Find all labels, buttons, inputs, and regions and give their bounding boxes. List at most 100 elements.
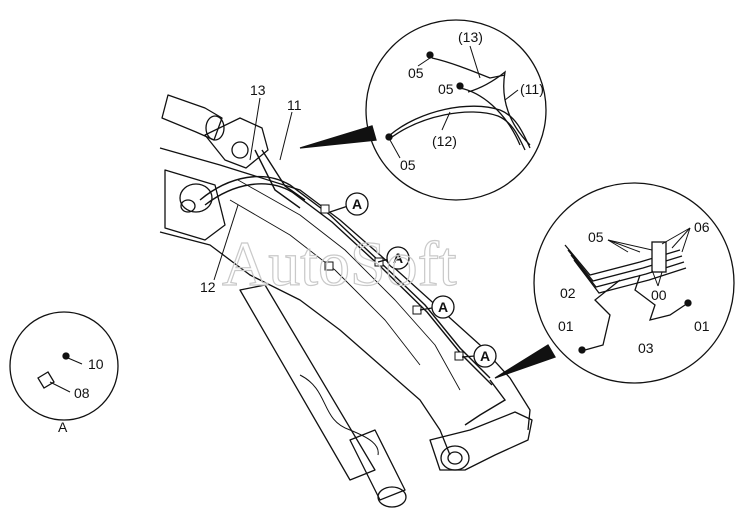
boom-upper-edge bbox=[159, 147, 531, 431]
label-11: 11 bbox=[287, 97, 302, 113]
callout-a-leader-1 bbox=[329, 205, 349, 213]
right-label-01a: 01 bbox=[558, 318, 574, 334]
boom-assembly bbox=[159, 94, 533, 508]
leader bbox=[651, 269, 659, 287]
left-label-10: 10 bbox=[88, 356, 104, 372]
boom-foot-pin bbox=[179, 183, 213, 213]
leader bbox=[661, 227, 691, 245]
leader bbox=[671, 227, 691, 249]
callout-a-label-2: A bbox=[393, 250, 403, 266]
callout-a-circle-3 bbox=[431, 295, 455, 319]
right-label-00: 00 bbox=[651, 287, 667, 303]
leader-13 bbox=[249, 97, 261, 161]
clamp bbox=[412, 305, 422, 315]
boom-top-bracket bbox=[204, 117, 269, 169]
boom-lower-edge bbox=[159, 231, 451, 456]
fitting bbox=[385, 133, 393, 141]
right-detail-pointer bbox=[494, 344, 556, 379]
right-detail-circle bbox=[533, 182, 735, 384]
right-pipe-3 bbox=[570, 254, 685, 288]
boom-nose bbox=[429, 411, 533, 471]
right-pipe-02 bbox=[584, 279, 621, 351]
watermark: AutoSoft bbox=[222, 228, 457, 299]
top-detail-circle bbox=[365, 19, 547, 201]
callout-a-circle-4 bbox=[473, 344, 497, 368]
leader bbox=[469, 45, 481, 79]
arm-cylinder-rod bbox=[349, 429, 406, 501]
clamp bbox=[324, 261, 334, 271]
boom-top-bracket-hole bbox=[231, 141, 249, 159]
right-label-03: 03 bbox=[638, 340, 654, 356]
leader-12 bbox=[213, 204, 239, 281]
leader bbox=[681, 227, 691, 253]
leader bbox=[49, 381, 71, 393]
left-detail-circle bbox=[9, 311, 119, 421]
fitting bbox=[684, 299, 692, 307]
right-pipe-4 bbox=[573, 259, 687, 294]
boom-web-line-1 bbox=[237, 179, 461, 391]
pipe-line-3 bbox=[254, 149, 301, 209]
right-pipe-03 bbox=[634, 274, 686, 321]
top-detail-hose-13 bbox=[431, 57, 506, 79]
top-detail-hose-11b bbox=[467, 70, 531, 146]
callout-a-label-3: A bbox=[438, 299, 448, 315]
top-label-12: (12) bbox=[432, 133, 457, 149]
leader bbox=[67, 357, 83, 365]
label-13: 13 bbox=[250, 82, 266, 98]
callout-a-circle-1 bbox=[345, 192, 369, 216]
boom-nose-pin-inner bbox=[447, 451, 463, 465]
callout-a-label-1: A bbox=[352, 196, 362, 212]
top-leaders bbox=[389, 45, 519, 159]
leader bbox=[417, 57, 431, 67]
fitting bbox=[426, 51, 434, 59]
leader bbox=[607, 239, 629, 253]
left-label-08: 08 bbox=[74, 385, 90, 401]
right-label-02: 02 bbox=[560, 285, 576, 301]
left-detail bbox=[9, 311, 119, 421]
right-clamp bbox=[651, 241, 667, 273]
top-detail-hose-12b bbox=[387, 111, 526, 151]
leader bbox=[607, 239, 641, 253]
boom-top-pin bbox=[205, 115, 225, 141]
leader bbox=[607, 239, 653, 251]
leader bbox=[389, 139, 401, 159]
right-detail bbox=[494, 182, 735, 384]
top-label-05b: 05 bbox=[438, 81, 454, 97]
right-label-05: 05 bbox=[588, 229, 604, 245]
leader bbox=[441, 111, 451, 131]
leader bbox=[504, 89, 519, 101]
boom-web-line-2 bbox=[229, 199, 421, 366]
top-detail-hose-11a bbox=[459, 87, 521, 146]
right-leaders bbox=[607, 227, 691, 287]
arm-cylinder-body bbox=[239, 284, 376, 481]
right-label-06: 06 bbox=[694, 219, 710, 235]
arm-cylinder-eye bbox=[377, 486, 407, 508]
arm-cylinder-hose bbox=[299, 374, 379, 456]
left-clamp-08 bbox=[37, 371, 55, 389]
top-label-05a: 05 bbox=[408, 65, 424, 81]
left-label-a: A bbox=[58, 419, 68, 435]
pipe-line-4 bbox=[261, 149, 306, 201]
boom-leaders bbox=[213, 97, 293, 281]
pipe-nose-run bbox=[464, 379, 507, 426]
callout-a-label-4: A bbox=[480, 348, 490, 364]
top-label-13: (13) bbox=[458, 29, 483, 45]
left-fitting-10 bbox=[62, 352, 70, 360]
boom-side-plate bbox=[164, 169, 226, 241]
fitting bbox=[456, 82, 464, 90]
callout-a-leader-3 bbox=[419, 307, 433, 311]
clamp bbox=[320, 204, 330, 214]
top-label-11: (11) bbox=[520, 81, 544, 97]
top-detail bbox=[299, 19, 547, 201]
label-12: 12 bbox=[200, 279, 216, 295]
top-detail-hose-12 bbox=[389, 105, 531, 149]
leader-11 bbox=[279, 111, 293, 161]
callout-a-leader-4 bbox=[461, 355, 476, 358]
top-detail-pointer bbox=[299, 125, 377, 149]
fitting bbox=[578, 346, 586, 354]
clamp bbox=[454, 351, 464, 361]
callout-a-group bbox=[329, 192, 497, 368]
boom-top-cylinder bbox=[161, 94, 223, 141]
